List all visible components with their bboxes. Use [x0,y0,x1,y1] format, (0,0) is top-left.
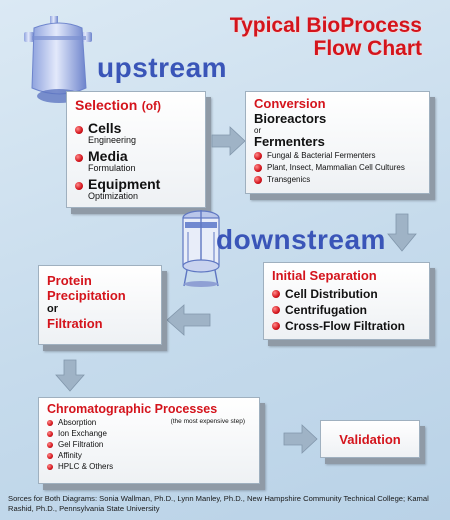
chart-title-line-1: Typical BioProcess [229,14,422,37]
conversion-box: Conversion Bioreactors or Fermenters Fun… [245,91,430,194]
conversion-item-text: Fungal & Bacterial Fermenters [267,151,376,160]
chromatographic-item: Affinity [47,450,251,461]
bullet-dot-icon [272,322,280,330]
selection-item: Media Formulation [75,149,197,174]
bullet-dot-icon [47,430,53,437]
bullet-dot-icon [254,151,262,160]
bullet-dot-icon [272,290,280,298]
protein-line-1: Protein [47,273,92,288]
bullet-dot-icon [75,126,83,134]
selection-title-text: Selection [75,97,138,113]
conversion-item: Plant, Insect, Mammalian Cell Cultures [254,163,421,172]
flow-arrow-icon [166,304,211,336]
bullet-dot-icon [75,154,83,162]
selection-item-sub: Formulation [88,163,136,173]
validation-title: Validation [339,431,401,447]
selection-item-main: Equipment [88,176,161,192]
bullet-dot-icon [75,182,83,190]
chromatographic-item-text: Absorption [58,418,97,427]
fermenter-vessel-icon [182,210,220,287]
bullet-dot-icon [47,441,53,448]
selection-item-sub: Engineering [88,135,137,145]
initial-separation-title: Initial Separation [272,268,377,283]
selection-item: Cells Engineering [75,121,197,146]
bullet-dot-icon [47,463,53,470]
chromatographic-item-text: Gel Filtration [58,440,104,449]
conversion-line-2: Fermenters [254,134,325,149]
sources-footer: Sorces for Both Diagrams: Sonia Wallman,… [8,494,429,513]
chromatographic-item-text: Affinity [58,451,82,460]
downstream-label: downstream [216,224,386,255]
bullet-dot-icon [254,163,262,172]
protein-precipitation-box: Protein Precipitation or Filtration [38,265,162,345]
initial-separation-item-text: Cross-Flow Filtration [285,319,405,333]
conversion-item-text: Plant, Insect, Mammalian Cell Cultures [267,163,405,172]
flow-arrow-icon [55,359,85,392]
initial-separation-box: Initial Separation Cell Distribution Cen… [263,262,430,340]
initial-separation-item-text: Centrifugation [285,303,367,317]
chromatographic-item-text: Ion Exchange [58,429,107,438]
conversion-line-1: Bioreactors [254,111,327,126]
chart-title: Typical BioProcess Flow Chart [202,14,422,60]
selection-item: Equipment Optimization [75,177,197,202]
bullet-dot-icon [254,175,262,184]
protein-line-3: Filtration [47,316,103,331]
conversion-or: or [254,126,262,135]
bullet-dot-icon [272,306,280,314]
selection-title: Selection (of) [75,97,197,115]
conversion-item: Transgenics [254,175,421,184]
selection-item-main: Cells [88,120,122,136]
selection-item-sub: Optimization [88,191,139,201]
flow-arrow-icon [283,424,318,454]
bullet-dot-icon [47,419,53,426]
chromatographic-box: Chromatographic Processes (the most expe… [38,397,260,484]
bullet-dot-icon [47,452,53,459]
protein-line-2: Precipitation [47,288,126,303]
chart-title-line-2: Flow Chart [313,37,423,60]
chromatographic-note: (the most expensive step) [170,418,245,425]
initial-separation-item: Cell Distribution [272,287,421,301]
flow-arrow-icon [211,126,246,156]
flow-arrow-icon [387,213,417,252]
chromatographic-item: Gel Filtration [47,439,251,450]
chromatographic-item-text: HPLC & Others [58,462,114,471]
chromatographic-title: Chromatographic Processes [47,402,218,416]
selection-box: Selection (of) Cells Engineering Media F… [66,91,206,208]
initial-separation-item-text: Cell Distribution [285,287,378,301]
selection-title-suffix: (of) [141,99,162,113]
upstream-label: upstream [97,52,228,83]
conversion-item: Fungal & Bacterial Fermenters [254,151,421,160]
protein-or: or [47,303,58,315]
conversion-title: Conversion [254,96,326,111]
chromatographic-item: HPLC & Others [47,461,251,472]
conversion-item-text: Transgenics [267,175,311,184]
initial-separation-item: Cross-Flow Filtration [272,319,421,333]
validation-box: Validation [320,420,420,458]
initial-separation-item: Centrifugation [272,303,421,317]
selection-item-main: Media [88,148,128,164]
chromatographic-item: Ion Exchange [47,428,251,439]
chromatographic-item: Absorption [47,417,251,428]
bioreactor-vessel-icon [24,16,92,103]
